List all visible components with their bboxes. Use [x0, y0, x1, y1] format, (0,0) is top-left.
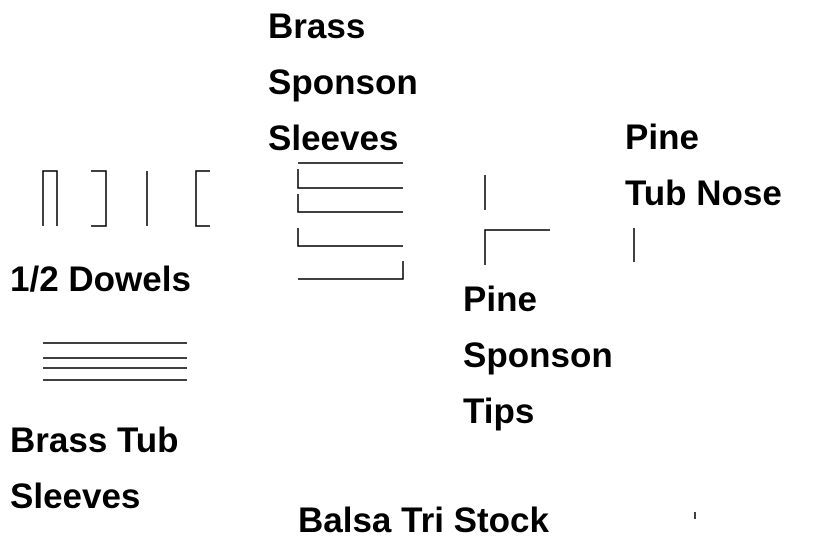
- brass-tub-sleeves-label: Brass Tub Sleeves: [10, 413, 179, 525]
- label-line: Sponson: [268, 63, 418, 102]
- parts-diagram: Brass Sponson Sleeves Pine Tub Nose 1/2 …: [10, 0, 782, 540]
- label-line: Tub Nose: [625, 174, 782, 213]
- half-dowels-label: 1/2 Dowels: [10, 252, 191, 308]
- sponson-sleeve-shape-5: [298, 261, 404, 280]
- label-line: Tips: [463, 392, 535, 431]
- label-line: Brass: [268, 7, 366, 46]
- label-line: Pine: [463, 280, 537, 319]
- label-line: Brass Tub: [10, 421, 179, 460]
- dowel-shape-1: [42, 170, 58, 226]
- label-line: Pine: [625, 118, 699, 157]
- dowel-shape-2: [91, 170, 107, 227]
- balsa-tri-stock-label: Balsa Tri Stock: [298, 493, 549, 549]
- sponson-tip-shape-2: [484, 229, 550, 265]
- brass-sponson-sleeves-label: Brass Sponson Sleeves: [268, 0, 418, 167]
- half-dowels-shapes: [42, 170, 210, 227]
- label-line: 1/2 Dowels: [10, 260, 191, 299]
- pine-sponson-tips-label: Pine Sponson Tips: [463, 272, 613, 440]
- pine-tub-nose-label: Pine Tub Nose: [625, 110, 782, 222]
- sponson-sleeve-shape-3: [297, 194, 403, 213]
- parts-drawing: [42, 162, 696, 519]
- dowel-shape-4: [195, 170, 210, 227]
- label-line: Sponson: [463, 336, 613, 375]
- brass-sponson-sleeves-shapes: [297, 162, 404, 280]
- label-line: Sleeves: [268, 119, 399, 158]
- label-line: Balsa Tri Stock: [298, 501, 549, 540]
- brass-tub-sleeves-shapes: [43, 342, 187, 381]
- label-line: Sleeves: [10, 477, 141, 516]
- pine-sponson-tips-shapes: [484, 175, 550, 265]
- sponson-sleeve-shape-4: [297, 228, 403, 247]
- sponson-sleeve-shape-2: [297, 169, 403, 189]
